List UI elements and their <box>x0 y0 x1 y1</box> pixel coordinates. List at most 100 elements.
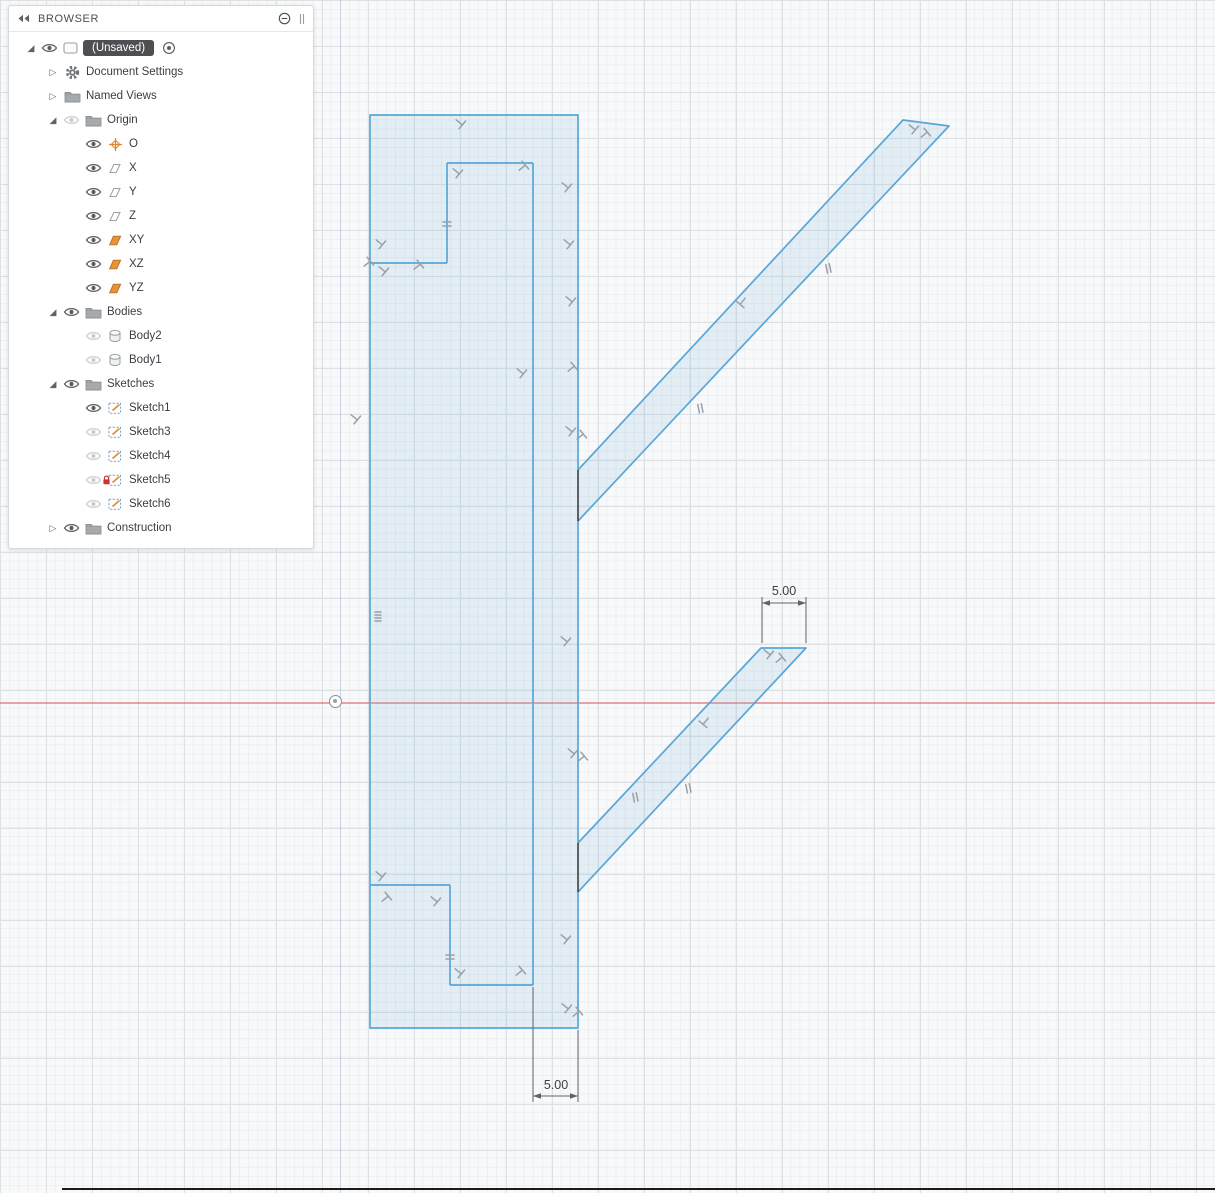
tree-row-z[interactable]: Z <box>9 204 309 228</box>
dimension[interactable]: 5.00 <box>532 987 579 1102</box>
tree-row-o[interactable]: O <box>9 132 309 156</box>
constraint-perp-icon[interactable] <box>453 116 467 130</box>
constraint-perp-icon[interactable] <box>379 891 393 905</box>
constraint-perp-icon[interactable] <box>698 715 712 729</box>
constraint-par-icon[interactable] <box>822 262 834 274</box>
dimension-value[interactable]: 5.00 <box>772 584 796 598</box>
expanded-arrow-icon[interactable]: ◢ <box>49 378 57 389</box>
y-axis-line[interactable] <box>340 0 342 1193</box>
tree-row-x[interactable]: X <box>9 156 309 180</box>
visibility-eye-icon[interactable] <box>83 330 104 342</box>
tree-row-construction[interactable]: ▷Construction <box>9 516 309 540</box>
constraint-perp-icon[interactable] <box>428 893 442 907</box>
visibility-eye-icon[interactable] <box>83 138 104 150</box>
constraint-perp-icon[interactable] <box>574 429 588 443</box>
constraint-perp-icon[interactable] <box>373 236 387 250</box>
constraint-perp-icon[interactable] <box>513 965 527 979</box>
visibility-eye-icon[interactable] <box>61 522 82 534</box>
constraint-eq-icon[interactable] <box>445 954 455 960</box>
tree-row-yz[interactable]: YZ <box>9 276 309 300</box>
constraint-perp-icon[interactable] <box>565 361 579 375</box>
x-axis-line[interactable] <box>0 702 1215 704</box>
visibility-eye-icon[interactable] <box>83 450 104 462</box>
constraint-par-icon[interactable] <box>682 782 694 794</box>
tree-row-sketch5[interactable]: Sketch5 <box>9 468 309 492</box>
folder-icon <box>82 306 104 319</box>
constraint-perp-icon[interactable] <box>575 751 589 765</box>
constraint-perp-icon[interactable] <box>563 423 577 437</box>
tree-row-y[interactable]: Y <box>9 180 309 204</box>
constraint-perp-icon[interactable] <box>565 745 579 759</box>
activate-radio-icon[interactable] <box>159 41 179 55</box>
constraint-par-icon[interactable] <box>629 791 641 803</box>
collapsed-arrow-icon[interactable]: ▷ <box>49 90 57 101</box>
visibility-eye-icon[interactable] <box>83 354 104 366</box>
expanded-arrow-icon[interactable]: ◢ <box>49 114 57 125</box>
tree-row-document-settings[interactable]: ▷Document Settings <box>9 60 309 84</box>
expanded-arrow-icon[interactable]: ◢ <box>27 42 35 53</box>
visibility-eye-icon[interactable] <box>83 186 104 198</box>
constraint-perp-icon[interactable] <box>376 263 390 277</box>
tree-row-xz[interactable]: XZ <box>9 252 309 276</box>
dimension[interactable]: 5.00 <box>761 584 807 643</box>
constraint-perp-icon[interactable] <box>411 259 425 273</box>
visibility-eye-icon[interactable] <box>61 114 82 126</box>
tree-row-sketches[interactable]: ◢Sketches <box>9 372 309 396</box>
constraint-perp-icon[interactable] <box>906 121 920 135</box>
constraint-perp-icon[interactable] <box>559 179 573 193</box>
constraint-perp-icon[interactable] <box>918 127 932 141</box>
constraint-eq3-icon[interactable] <box>374 611 382 622</box>
visibility-eye-icon[interactable] <box>83 498 104 510</box>
constraint-perp-icon[interactable] <box>561 236 575 250</box>
tree-row-sketch3[interactable]: Sketch3 <box>9 420 309 444</box>
visibility-eye-icon[interactable] <box>83 426 104 438</box>
constraint-perp-icon[interactable] <box>450 165 464 179</box>
sketch-profile[interactable] <box>369 114 950 1029</box>
tree-row-origin[interactable]: ◢Origin <box>9 108 309 132</box>
tree-row-sketch6[interactable]: Sketch6 <box>9 492 309 516</box>
tree-row-unsaved[interactable]: ◢(Unsaved) <box>9 36 309 60</box>
constraint-perp-icon[interactable] <box>373 868 387 882</box>
visibility-eye-icon[interactable] <box>61 306 82 318</box>
collapsed-arrow-icon[interactable]: ▷ <box>49 522 57 533</box>
tree-row-body2[interactable]: Body2 <box>9 324 309 348</box>
constraint-perp-icon[interactable] <box>559 1000 573 1014</box>
constraint-perp-icon[interactable] <box>558 633 572 647</box>
origin-marker[interactable] <box>329 695 342 708</box>
visibility-eye-icon[interactable] <box>83 474 104 486</box>
tree-row-sketch4[interactable]: Sketch4 <box>9 444 309 468</box>
constraint-eq-icon[interactable] <box>442 221 452 227</box>
visibility-eye-icon[interactable] <box>83 258 104 270</box>
constraint-perp-icon[interactable] <box>735 295 749 309</box>
constraint-perp-icon[interactable] <box>563 293 577 307</box>
tree-row-sketch1[interactable]: Sketch1 <box>9 396 309 420</box>
constraint-perp-icon[interactable] <box>514 365 528 379</box>
visibility-eye-icon[interactable] <box>83 162 104 174</box>
constraint-perp-icon[interactable] <box>773 652 787 666</box>
constraint-perp-icon[interactable] <box>516 160 530 174</box>
visibility-eye-icon[interactable] <box>39 42 60 54</box>
constraint-perp-icon[interactable] <box>761 646 775 660</box>
collapse-panel-icon[interactable] <box>17 14 30 23</box>
minimize-panel-icon[interactable] <box>278 12 291 25</box>
panel-drag-handle-icon[interactable] <box>299 13 305 25</box>
visibility-eye-icon[interactable] <box>83 282 104 294</box>
visibility-eye-icon[interactable] <box>83 234 104 246</box>
visibility-eye-icon[interactable] <box>61 378 82 390</box>
constraint-perp-icon[interactable] <box>570 1006 584 1020</box>
visibility-eye-icon[interactable] <box>83 210 104 222</box>
tree-row-body1[interactable]: Body1 <box>9 348 309 372</box>
constraint-perp-icon[interactable] <box>558 931 572 945</box>
visibility-eye-icon[interactable] <box>83 402 104 414</box>
tree-row-named-views[interactable]: ▷Named Views <box>9 84 309 108</box>
constraint-perp-icon[interactable] <box>348 411 362 425</box>
dimension-value[interactable]: 5.00 <box>544 1078 568 1092</box>
expanded-arrow-icon[interactable]: ◢ <box>49 306 57 317</box>
tree-row-xy[interactable]: XY <box>9 228 309 252</box>
tree-row-bodies[interactable]: ◢Bodies <box>9 300 309 324</box>
constraint-perp-icon[interactable] <box>361 256 375 270</box>
constraint-perp-icon[interactable] <box>452 965 466 979</box>
constraint-par-icon[interactable] <box>694 402 706 414</box>
collapsed-arrow-icon[interactable]: ▷ <box>49 66 57 77</box>
